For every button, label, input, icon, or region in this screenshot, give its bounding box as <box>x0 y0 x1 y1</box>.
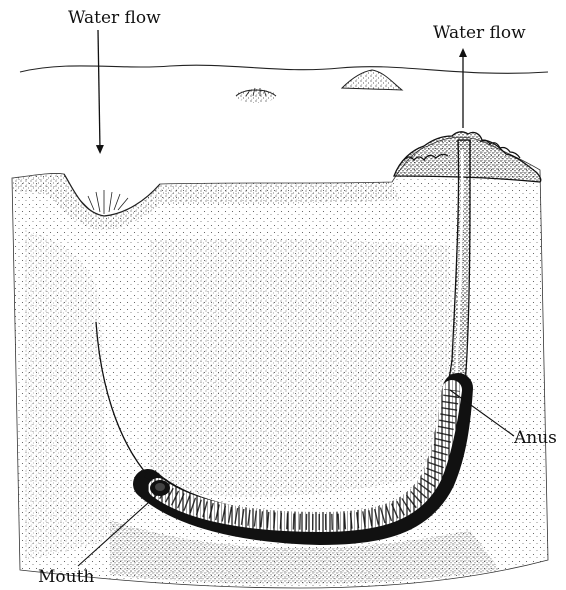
mouth-label: Mouth <box>38 569 94 586</box>
water-flow-in-arrow <box>98 30 100 150</box>
background-mound-right <box>342 70 402 90</box>
background-mound-left <box>236 88 276 103</box>
sediment-layer-deep <box>150 238 456 496</box>
water-flow-out-label: Water flow <box>433 25 526 42</box>
water-flow-in-label: Water flow <box>68 10 161 27</box>
anus-label: Anus <box>514 430 557 447</box>
